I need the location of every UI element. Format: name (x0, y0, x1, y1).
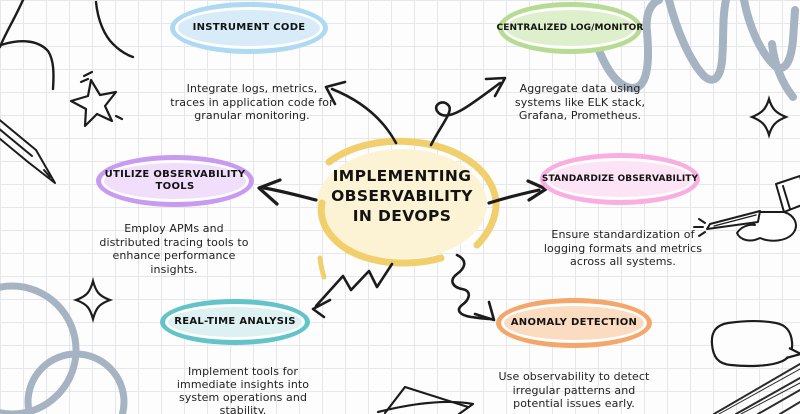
node-utilize-observability-tools[interactable]: UTILIZE OBSERVABILITY TOOLS (96, 155, 254, 207)
node-label: ANOMALY DETECTION (511, 317, 637, 329)
desc-line: Use observability to detect (498, 370, 650, 383)
node-anomaly-detection[interactable]: ANOMALY DETECTION (496, 298, 652, 348)
node-label: INSTRUMENT CODE (193, 22, 306, 34)
desc-instrument-code: Integrate logs, metrics, traces in appli… (162, 82, 342, 123)
desc-line: irregular patterns and (512, 383, 636, 397)
arrow-to-real-time-analysis (311, 262, 394, 319)
center-node-title: IMPLEMENTING OBSERVABILITY IN DEVOPS (315, 167, 489, 226)
scribble-icon (582, 0, 799, 101)
node-label-line: ANOMALY DETECTION (510, 317, 638, 329)
node-label-line: STANDARDIZE OBSERVABILITY (541, 173, 699, 184)
desc-line: system operations and (178, 391, 308, 404)
arrow-to-anomaly-detection (451, 253, 496, 322)
center-node-ellipse[interactable] (317, 137, 500, 280)
burst-lines-icon (0, 0, 135, 91)
node-real-time-analysis[interactable]: REAL-TIME ANALYSIS (160, 299, 310, 345)
desc-line: Implement tools for (187, 365, 299, 378)
bottom-star-icon (376, 385, 475, 414)
arrow-to-centralized-log-monitor (429, 76, 507, 147)
node-standardize-observability[interactable]: STANDARDIZE OBSERVABILITY (540, 153, 700, 205)
node-label: CENTRALIZED LOG/MONITOR (497, 23, 644, 34)
node-centralized-log-monitor[interactable]: CENTRALIZED LOG/MONITOR (497, 2, 644, 54)
node-label-line: TOOLS (155, 181, 195, 192)
desc-line: stability. (219, 404, 267, 414)
arrow-to-utilize-observability-tools (257, 178, 318, 206)
desc-line: Employ APMs and (124, 222, 224, 235)
desc-centralized-log-monitor: Aggregate data using systems like ELK st… (490, 82, 670, 123)
desc-line: potential issues early. (513, 397, 635, 410)
desc-line: across all systems. (569, 255, 676, 268)
desc-line: Integrate logs, metrics, (186, 82, 318, 95)
node-label: STANDARDIZE OBSERVABILITY (542, 174, 698, 185)
desc-utilize-observability-tools: Employ APMs and distributed tracing tool… (84, 222, 264, 276)
desc-line: logging formats and metrics (543, 241, 703, 255)
desc-standardize-observability: Ensure standardization of logging format… (533, 228, 713, 269)
node-label: REAL-TIME ANALYSIS (174, 316, 296, 328)
hatch-lines-icon (713, 363, 800, 414)
center-title-line: IMPLEMENTING (332, 167, 472, 185)
desc-anomaly-detection: Use observability to detect irregular pa… (484, 370, 664, 411)
star-icon (69, 70, 124, 128)
desc-line: immediate insights into (176, 378, 310, 391)
desc-line: traces in application code for (170, 95, 334, 109)
node-label-line: REAL-TIME ANALYSIS (174, 316, 296, 328)
desc-line: enhance performance (112, 249, 236, 262)
desc-line: insights. (150, 262, 198, 276)
desc-line: Grafana, Prometheus. (518, 109, 642, 122)
sparkle-icon (72, 276, 114, 324)
node-label: UTILIZE OBSERVABILITY TOOLS (105, 169, 246, 193)
arrow-to-instrument-code (324, 80, 398, 145)
speech-bubble-icon (710, 320, 800, 368)
desc-real-time-analysis: Implement tools for immediate insights i… (153, 365, 333, 414)
node-label-line: INSTRUMENT CODE (192, 22, 306, 34)
center-title-line: IN DEVOPS (352, 206, 452, 225)
desc-line: distributed tracing tools to (99, 235, 249, 249)
diamond-sparkle-icon (749, 95, 789, 139)
center-title-line: OBSERVABILITY (331, 186, 473, 205)
node-label-line: CENTRALIZED LOG/MONITOR (496, 22, 644, 33)
desc-line: systems like ELK stack, (514, 95, 646, 109)
desc-line: Aggregate data using (519, 82, 641, 95)
spiral-icon (0, 282, 128, 414)
pencil-icon (0, 118, 56, 184)
desc-line: granular monitoring. (194, 109, 310, 122)
hand-pointer-icon (693, 175, 800, 242)
desc-line: Ensure standardization of (551, 228, 695, 241)
node-label-line: UTILIZE OBSERVABILITY (104, 169, 246, 181)
node-instrument-code[interactable]: INSTRUMENT CODE (170, 2, 328, 54)
